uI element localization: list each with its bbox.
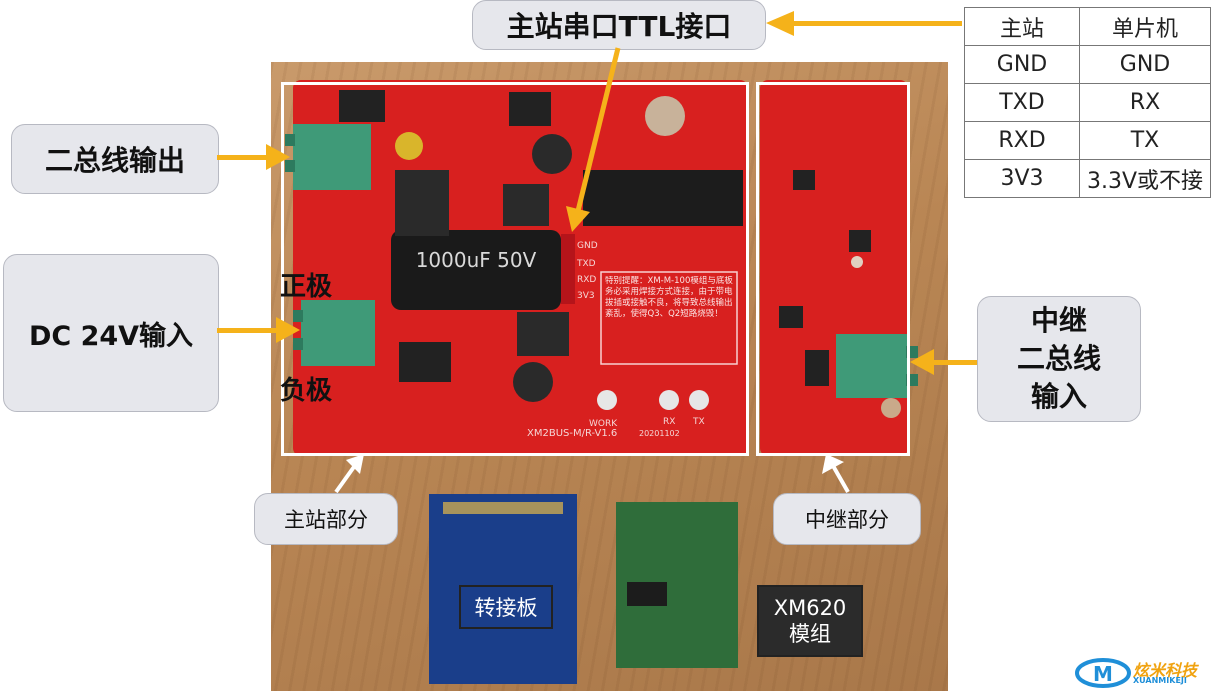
logo-icon: M: [1075, 658, 1131, 688]
pin-mapping-table: 主站 单片机 GND GND TXD RX RXD TX 3V3 3.3V或不接: [964, 7, 1211, 198]
module-label-line-1: XM620: [773, 596, 847, 620]
master-part-callout: 主站部分: [254, 493, 398, 545]
adapter-board-label: 转接板: [459, 585, 553, 629]
repeater-input-callout: 中继 二总线 输入: [977, 296, 1141, 422]
pin-label-txd: TXD: [576, 259, 596, 269]
table-row: 3V3 3.3V或不接: [964, 159, 1211, 198]
pin-label-rxd: RXD: [577, 275, 596, 285]
title-callout: 主站串口TTL接口: [472, 0, 766, 50]
dc-input-callout: DC 24V输入: [3, 254, 219, 412]
terminal-repeater-input: [836, 334, 908, 398]
pin-label-gnd: GND: [577, 241, 598, 251]
capacitor-label: 1000uF 50V: [416, 248, 537, 272]
arrow-repeater-part: [822, 454, 850, 493]
repeater-input-line-2: 二总线: [1016, 342, 1101, 375]
arrow-title-table: [790, 21, 962, 26]
repeater-input-line-3: 输入: [1030, 380, 1087, 413]
module-label-line-2: 模组: [789, 622, 831, 646]
repeater-section-outline: [756, 82, 910, 456]
board-date: 20201102: [639, 429, 680, 438]
svg-text:M: M: [1093, 662, 1113, 686]
terminal-bus-output: [293, 124, 371, 190]
table-row: GND GND: [964, 45, 1211, 84]
arrow-bus-output: [217, 155, 271, 160]
table-row: RXD TX: [964, 121, 1211, 160]
table-row: TXD RX: [964, 83, 1211, 122]
master-section-outline: [281, 82, 749, 456]
notice-box: [600, 271, 738, 365]
led-label-tx: TX: [692, 417, 705, 427]
board-model: XM2BUS-M/R-V1.6: [527, 428, 617, 439]
notice-text: 特别提醒：XM-M-100模组与底板务必采用焊接方式连接，由于带电拔插或接触不良…: [605, 276, 733, 319]
pin-label-3v3: 3V3: [577, 291, 595, 301]
module-label: XM620 模组: [757, 585, 863, 657]
repeater-input-line-1: 中继: [1030, 304, 1087, 337]
repeater-part-callout: 中继部分: [773, 493, 921, 545]
led-label-rx: RX: [663, 417, 675, 427]
arrow-dc-input: [217, 328, 279, 333]
led-work: [597, 390, 617, 410]
arrow-master-part: [334, 454, 364, 494]
arrow-repeater-input: [932, 360, 977, 365]
table-header-mcu: 单片机: [1079, 7, 1211, 46]
pin-header: [583, 170, 743, 226]
arrowhead-left-icon: [910, 349, 934, 375]
terminal-dc-input: [301, 300, 375, 366]
brand-logo: M 炫米科技 XUANMIKEJI: [1075, 655, 1225, 691]
led-label-work: WORK: [589, 419, 618, 429]
electrolytic-capacitor: 1000uF 50V: [391, 230, 561, 310]
led-tx: [689, 390, 709, 410]
logo-name: 炫米科技: [1133, 661, 1198, 680]
pcb-illustration: 1000uF 50V GND TXD RXD 3V3 特别提醒：XM-M-100…: [285, 80, 918, 684]
arrowhead-right-icon: [276, 317, 300, 343]
table-header-master: 主站: [964, 7, 1080, 46]
bus-output-callout: 二总线输出: [11, 124, 219, 194]
negative-label: 负极: [280, 376, 333, 406]
arrowhead-left-icon: [766, 11, 794, 36]
led-rx: [659, 390, 679, 410]
arrow-title-pins: [566, 47, 621, 232]
arrowhead-right-icon: [266, 144, 290, 170]
positive-label: 正极: [280, 272, 333, 302]
logo-sub: XUANMIKEJI: [1133, 676, 1187, 685]
